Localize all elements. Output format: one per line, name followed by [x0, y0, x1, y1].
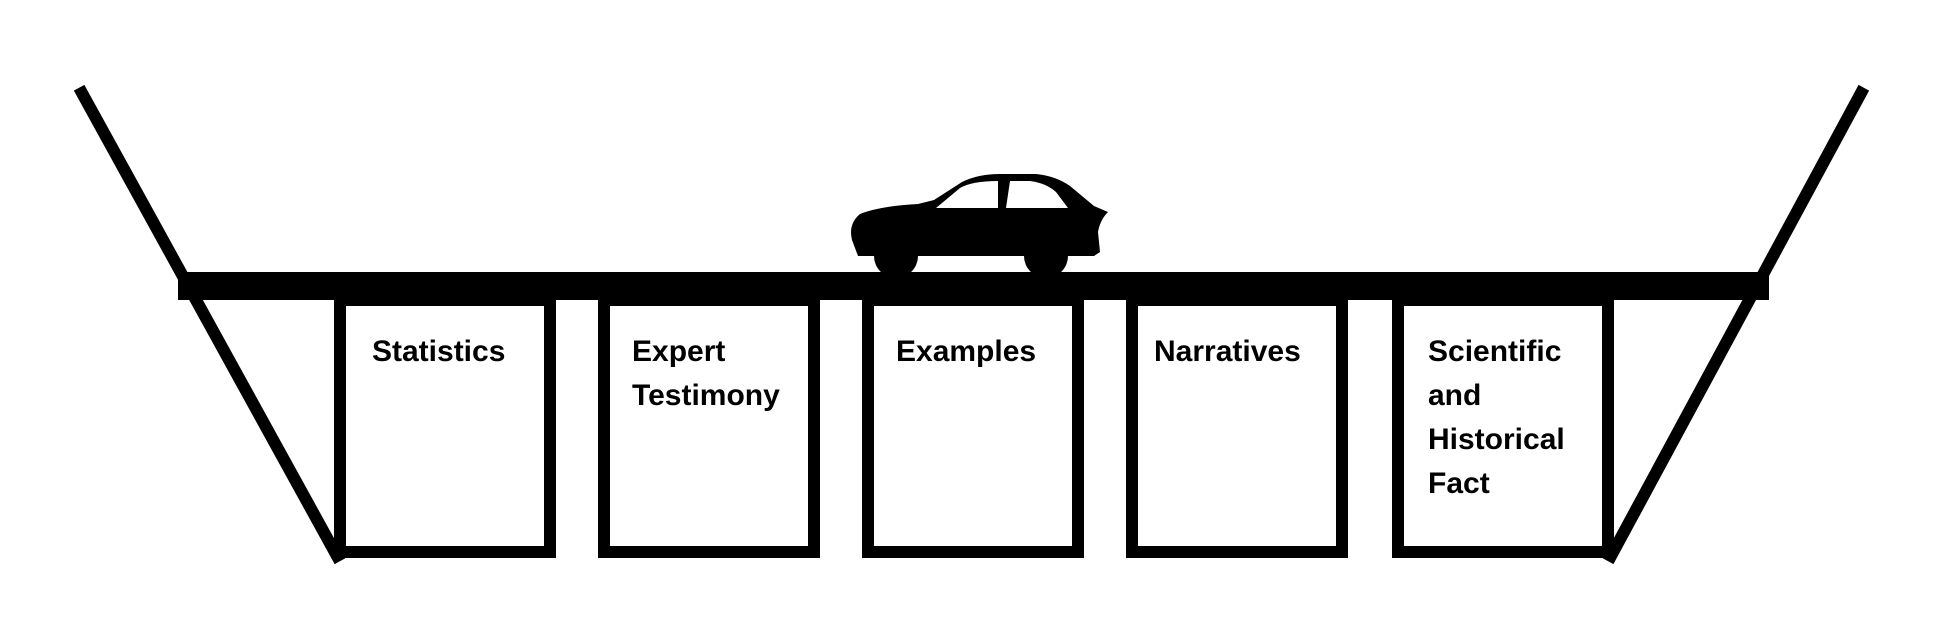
pillar-label-line: Historical [1428, 423, 1565, 456]
pillar-label-line: Statistics [372, 335, 505, 368]
pillar-label-line: Scientific [1428, 335, 1561, 368]
pillar-label-line: Examples [896, 335, 1036, 368]
pillar: Statistics [334, 294, 556, 558]
pillar-label: Narratives [1154, 335, 1301, 368]
pillar: Scientific and Historical Fact [1392, 294, 1614, 558]
pillar-label-line: Expert [632, 335, 725, 368]
pillar-label: Scientific and Historical Fact [1428, 335, 1573, 500]
pillar-label: Statistics [372, 335, 505, 368]
pillar-label-line: and [1428, 379, 1481, 412]
left-canyon-wall [73, 84, 346, 565]
pillar-label: Expert Testimony [632, 335, 780, 412]
pillar: Examples [862, 294, 1084, 558]
right-canyon-wall [1602, 84, 1870, 565]
pillar-label-line: Narratives [1154, 335, 1301, 368]
pillar-label-line: Fact [1428, 467, 1490, 500]
pillar-label: Examples [896, 335, 1036, 368]
car-icon [851, 174, 1108, 278]
pillar: Expert Testimony [598, 294, 820, 558]
pillar-label-line: Testimony [632, 379, 780, 412]
pillar: Narratives [1126, 294, 1348, 558]
